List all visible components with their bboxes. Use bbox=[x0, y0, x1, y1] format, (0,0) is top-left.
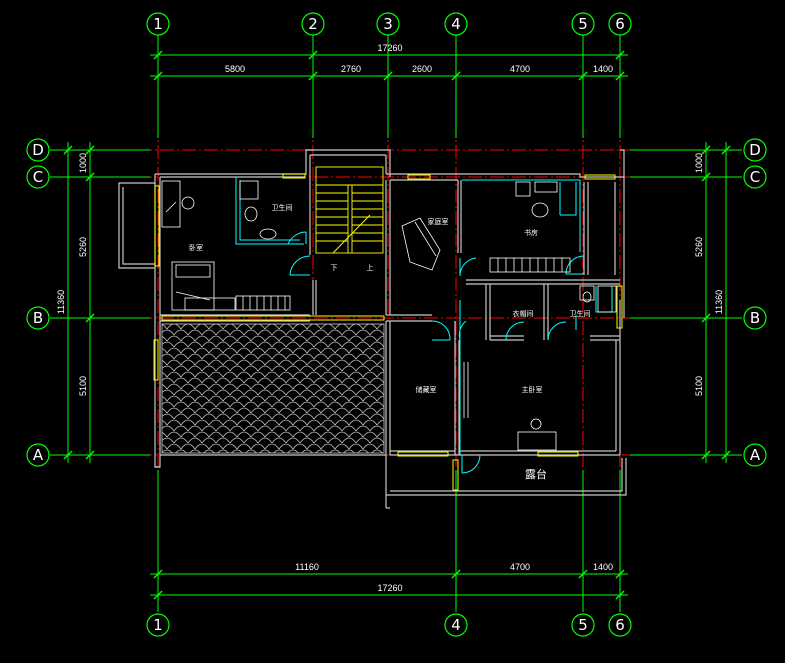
dim-right-total: 11360 bbox=[714, 290, 724, 314]
dim-top-seg-2: 2760 bbox=[341, 64, 361, 74]
axis-label-top-1: 1 bbox=[153, 15, 163, 33]
dim-left-seg-2: 5260 bbox=[78, 237, 88, 257]
dim-right-seg-1: 1000 bbox=[694, 153, 704, 173]
dim-top-seg-3: 2600 bbox=[412, 64, 432, 74]
room-label-study: 书房 bbox=[524, 228, 538, 237]
axis-label-right-b: B bbox=[750, 309, 760, 327]
axis-label-bottom-1: 1 bbox=[153, 616, 163, 634]
windows bbox=[153, 173, 623, 491]
stair-down-label: 下 bbox=[331, 264, 338, 272]
dim-top-seg-1: 5800 bbox=[225, 64, 245, 74]
axis-label-bottom-4: 4 bbox=[451, 616, 461, 634]
axis-label-left-b: B bbox=[33, 309, 43, 327]
stair-up-label: 上 bbox=[367, 263, 374, 272]
dim-bottom-seg-1: 11160 bbox=[295, 562, 319, 572]
room-label-family-room: 家庭室 bbox=[428, 217, 449, 226]
room-label-closet: 衣帽间 bbox=[513, 309, 534, 318]
axis-label-right-c: C bbox=[750, 168, 760, 186]
room-label-bedroom: 卧室 bbox=[189, 243, 203, 252]
axis-bubbles bbox=[26, 12, 767, 637]
axis-label-top-2: 2 bbox=[308, 15, 318, 33]
axis-label-right-a: A bbox=[750, 446, 761, 464]
axis-label-left-a: A bbox=[33, 446, 44, 464]
dim-bottom-seg-2: 4700 bbox=[510, 562, 530, 572]
dim-left-seg-1: 1000 bbox=[78, 153, 88, 173]
axis-gridlines bbox=[50, 35, 742, 612]
dim-top-seg-4: 4700 bbox=[510, 64, 530, 74]
room-label-balcony: 露台 bbox=[525, 467, 547, 481]
axis-label-left-d: D bbox=[32, 141, 44, 159]
axis-label-top-6: 6 bbox=[615, 15, 625, 33]
dim-right-seg-3: 5100 bbox=[694, 376, 704, 396]
axis-label-bottom-5: 5 bbox=[578, 616, 588, 634]
axis-label-top-4: 4 bbox=[451, 15, 461, 33]
walls bbox=[118, 149, 627, 509]
furniture bbox=[161, 180, 617, 451]
room-label-bathroom-left: 卫生间 bbox=[272, 203, 293, 212]
axis-label-top-3: 3 bbox=[383, 15, 393, 33]
doors bbox=[235, 177, 613, 474]
staircase bbox=[315, 166, 384, 254]
dimension-lines bbox=[50, 35, 742, 612]
roof-tiles bbox=[161, 323, 385, 454]
dim-left-seg-3: 5100 bbox=[78, 376, 88, 396]
axis-label-left-c: C bbox=[33, 168, 43, 186]
room-label-storage: 储藏室 bbox=[416, 385, 437, 394]
dim-bottom-seg-3: 1400 bbox=[593, 562, 613, 572]
dimension-ticks bbox=[63, 50, 731, 600]
axis-label-top-5: 5 bbox=[578, 15, 588, 33]
axis-label-bottom-6: 6 bbox=[615, 616, 625, 634]
dim-bottom-total: 17260 bbox=[377, 583, 402, 593]
dim-top-seg-5: 1400 bbox=[593, 64, 613, 74]
dim-right-seg-2: 5260 bbox=[694, 237, 704, 257]
axis-label-right-d: D bbox=[749, 141, 761, 159]
room-label-master-bedroom: 主卧室 bbox=[522, 385, 543, 394]
dim-left-total: 11360 bbox=[56, 290, 66, 314]
dim-top-total: 17260 bbox=[377, 43, 402, 53]
room-label-bathroom-right: 卫生间 bbox=[570, 309, 591, 318]
